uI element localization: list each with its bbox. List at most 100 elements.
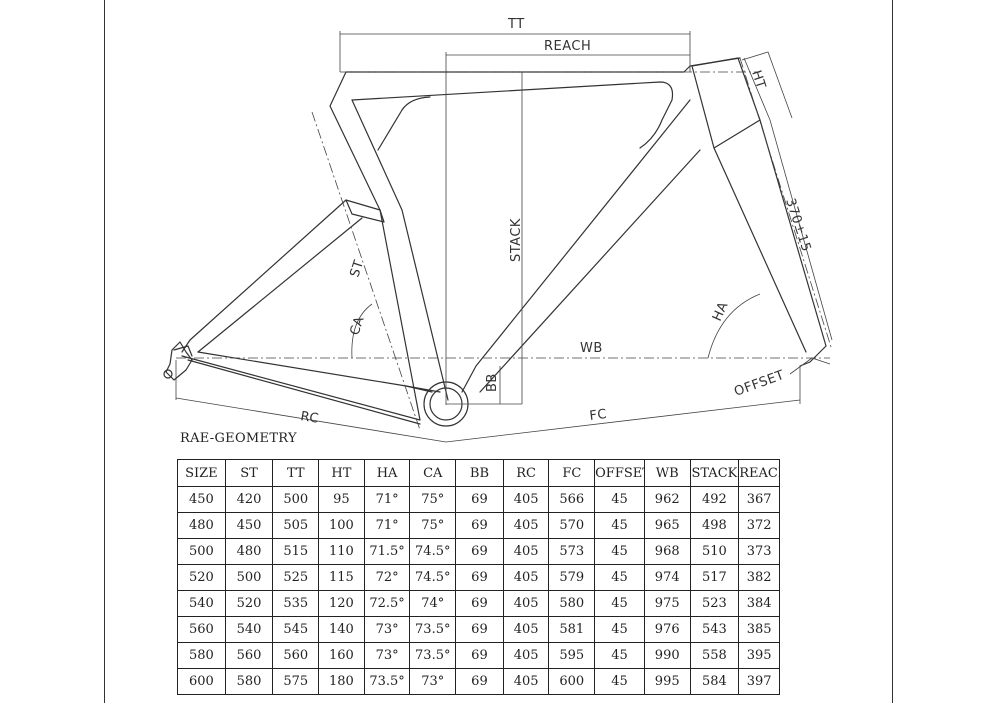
column-header-ca: CA <box>409 459 457 487</box>
table-cell: 45 <box>594 668 645 695</box>
table-cell: 372 <box>738 512 780 539</box>
table-cell: 45 <box>594 538 645 565</box>
table-cell: 45 <box>594 564 645 591</box>
table-cell: 505 <box>272 512 320 539</box>
table-cell: 510 <box>689 538 740 565</box>
table-cell: 570 <box>548 512 596 539</box>
table-cell: 976 <box>643 616 691 643</box>
table-cell: 405 <box>502 590 550 617</box>
label-fc: FC <box>589 407 608 424</box>
label-st: ST <box>348 258 368 279</box>
column-header-size: SIZE <box>177 459 226 487</box>
table-cell: 45 <box>594 486 645 513</box>
table-cell: 515 <box>272 538 320 565</box>
label-wb: WB <box>580 341 603 356</box>
table-cell: 500 <box>272 486 320 513</box>
table-cell: 492 <box>689 486 740 513</box>
table-cell: 69 <box>455 538 504 565</box>
table-cell: 69 <box>455 590 504 617</box>
table-cell: 45 <box>594 642 645 669</box>
down-tube <box>461 99 701 393</box>
column-header-fc: FC <box>548 459 596 487</box>
page-border-right <box>892 0 893 703</box>
table-cell: 69 <box>455 564 504 591</box>
seat-tube <box>329 71 449 421</box>
table-cell: 69 <box>455 486 504 513</box>
table-cell: 540 <box>224 616 274 643</box>
column-header-ha: HA <box>363 459 411 487</box>
table-cell: 543 <box>689 616 740 643</box>
table-cell: 579 <box>548 564 596 591</box>
column-header-reach: REACH <box>738 459 780 487</box>
table-cell: 367 <box>738 486 780 513</box>
label-ha: HA <box>710 300 732 324</box>
table-cell: 115 <box>318 564 365 591</box>
fork <box>713 119 827 367</box>
table-cell: 480 <box>224 538 274 565</box>
table-cell: 581 <box>548 616 596 643</box>
table-cell: 566 <box>548 486 596 513</box>
seat-cluster <box>345 199 385 223</box>
table-cell: 73.5° <box>409 642 457 669</box>
table-cell: 600 <box>548 668 596 695</box>
table-cell: 74.5° <box>409 564 457 591</box>
table-cell: 584 <box>689 668 740 695</box>
table-cell: 420 <box>224 486 274 513</box>
table-cell: 560 <box>177 616 226 643</box>
table-cell: 73° <box>363 616 411 643</box>
top-tube <box>345 57 741 73</box>
top-tube-inner <box>351 81 674 149</box>
table-cell: 975 <box>643 590 691 617</box>
column-header-offset: OFFSET <box>594 459 645 487</box>
label-tt: TT <box>507 17 525 32</box>
table-cell: 974 <box>643 564 691 591</box>
table-cell: 480 <box>177 512 226 539</box>
table-cell: 405 <box>502 512 550 539</box>
table-cell: 72.5° <box>363 590 411 617</box>
table-cell: 995 <box>643 668 691 695</box>
table-cell: 180 <box>318 668 365 695</box>
table-cell: 580 <box>177 642 226 669</box>
label-reach: REACH <box>544 39 591 54</box>
table-cell: 450 <box>224 512 274 539</box>
label-rc: RC <box>299 409 320 427</box>
table-cell: 560 <box>224 642 274 669</box>
table-cell: 580 <box>224 668 274 695</box>
table-cell: 74.5° <box>409 538 457 565</box>
label-stack: STACK <box>509 218 524 262</box>
table-cell: 450 <box>177 486 226 513</box>
table-cell: 45 <box>594 616 645 643</box>
column-header-rc: RC <box>502 459 550 487</box>
column-header-bb: BB <box>455 459 504 487</box>
table-cell: 545 <box>272 616 320 643</box>
geometry-table: SIZESTTTHTHACABBRCFCOFFSETWBSTACKREACH 4… <box>177 459 780 695</box>
table-cell: 45 <box>594 512 645 539</box>
table-cell: 498 <box>689 512 740 539</box>
table-cell: 373 <box>738 538 780 565</box>
table-cell: 95 <box>318 486 365 513</box>
table-cell: 384 <box>738 590 780 617</box>
table-cell: 395 <box>738 642 780 669</box>
table-cell: 535 <box>272 590 320 617</box>
table-title: RAE-GEOMETRY <box>180 431 297 446</box>
table-cell: 110 <box>318 538 365 565</box>
table-cell: 405 <box>502 616 550 643</box>
table-cell: 73° <box>363 642 411 669</box>
table-cell: 71° <box>363 512 411 539</box>
column-header-stack: STACK <box>689 459 740 487</box>
table-cell: 69 <box>455 512 504 539</box>
table-cell: 120 <box>318 590 365 617</box>
table-cell: 990 <box>643 642 691 669</box>
label-bb: BB <box>485 373 500 392</box>
table-cell: 69 <box>455 616 504 643</box>
table-cell: 600 <box>177 668 226 695</box>
label-ht: HT <box>748 69 768 91</box>
table-cell: 385 <box>738 616 780 643</box>
table-cell: 69 <box>455 642 504 669</box>
